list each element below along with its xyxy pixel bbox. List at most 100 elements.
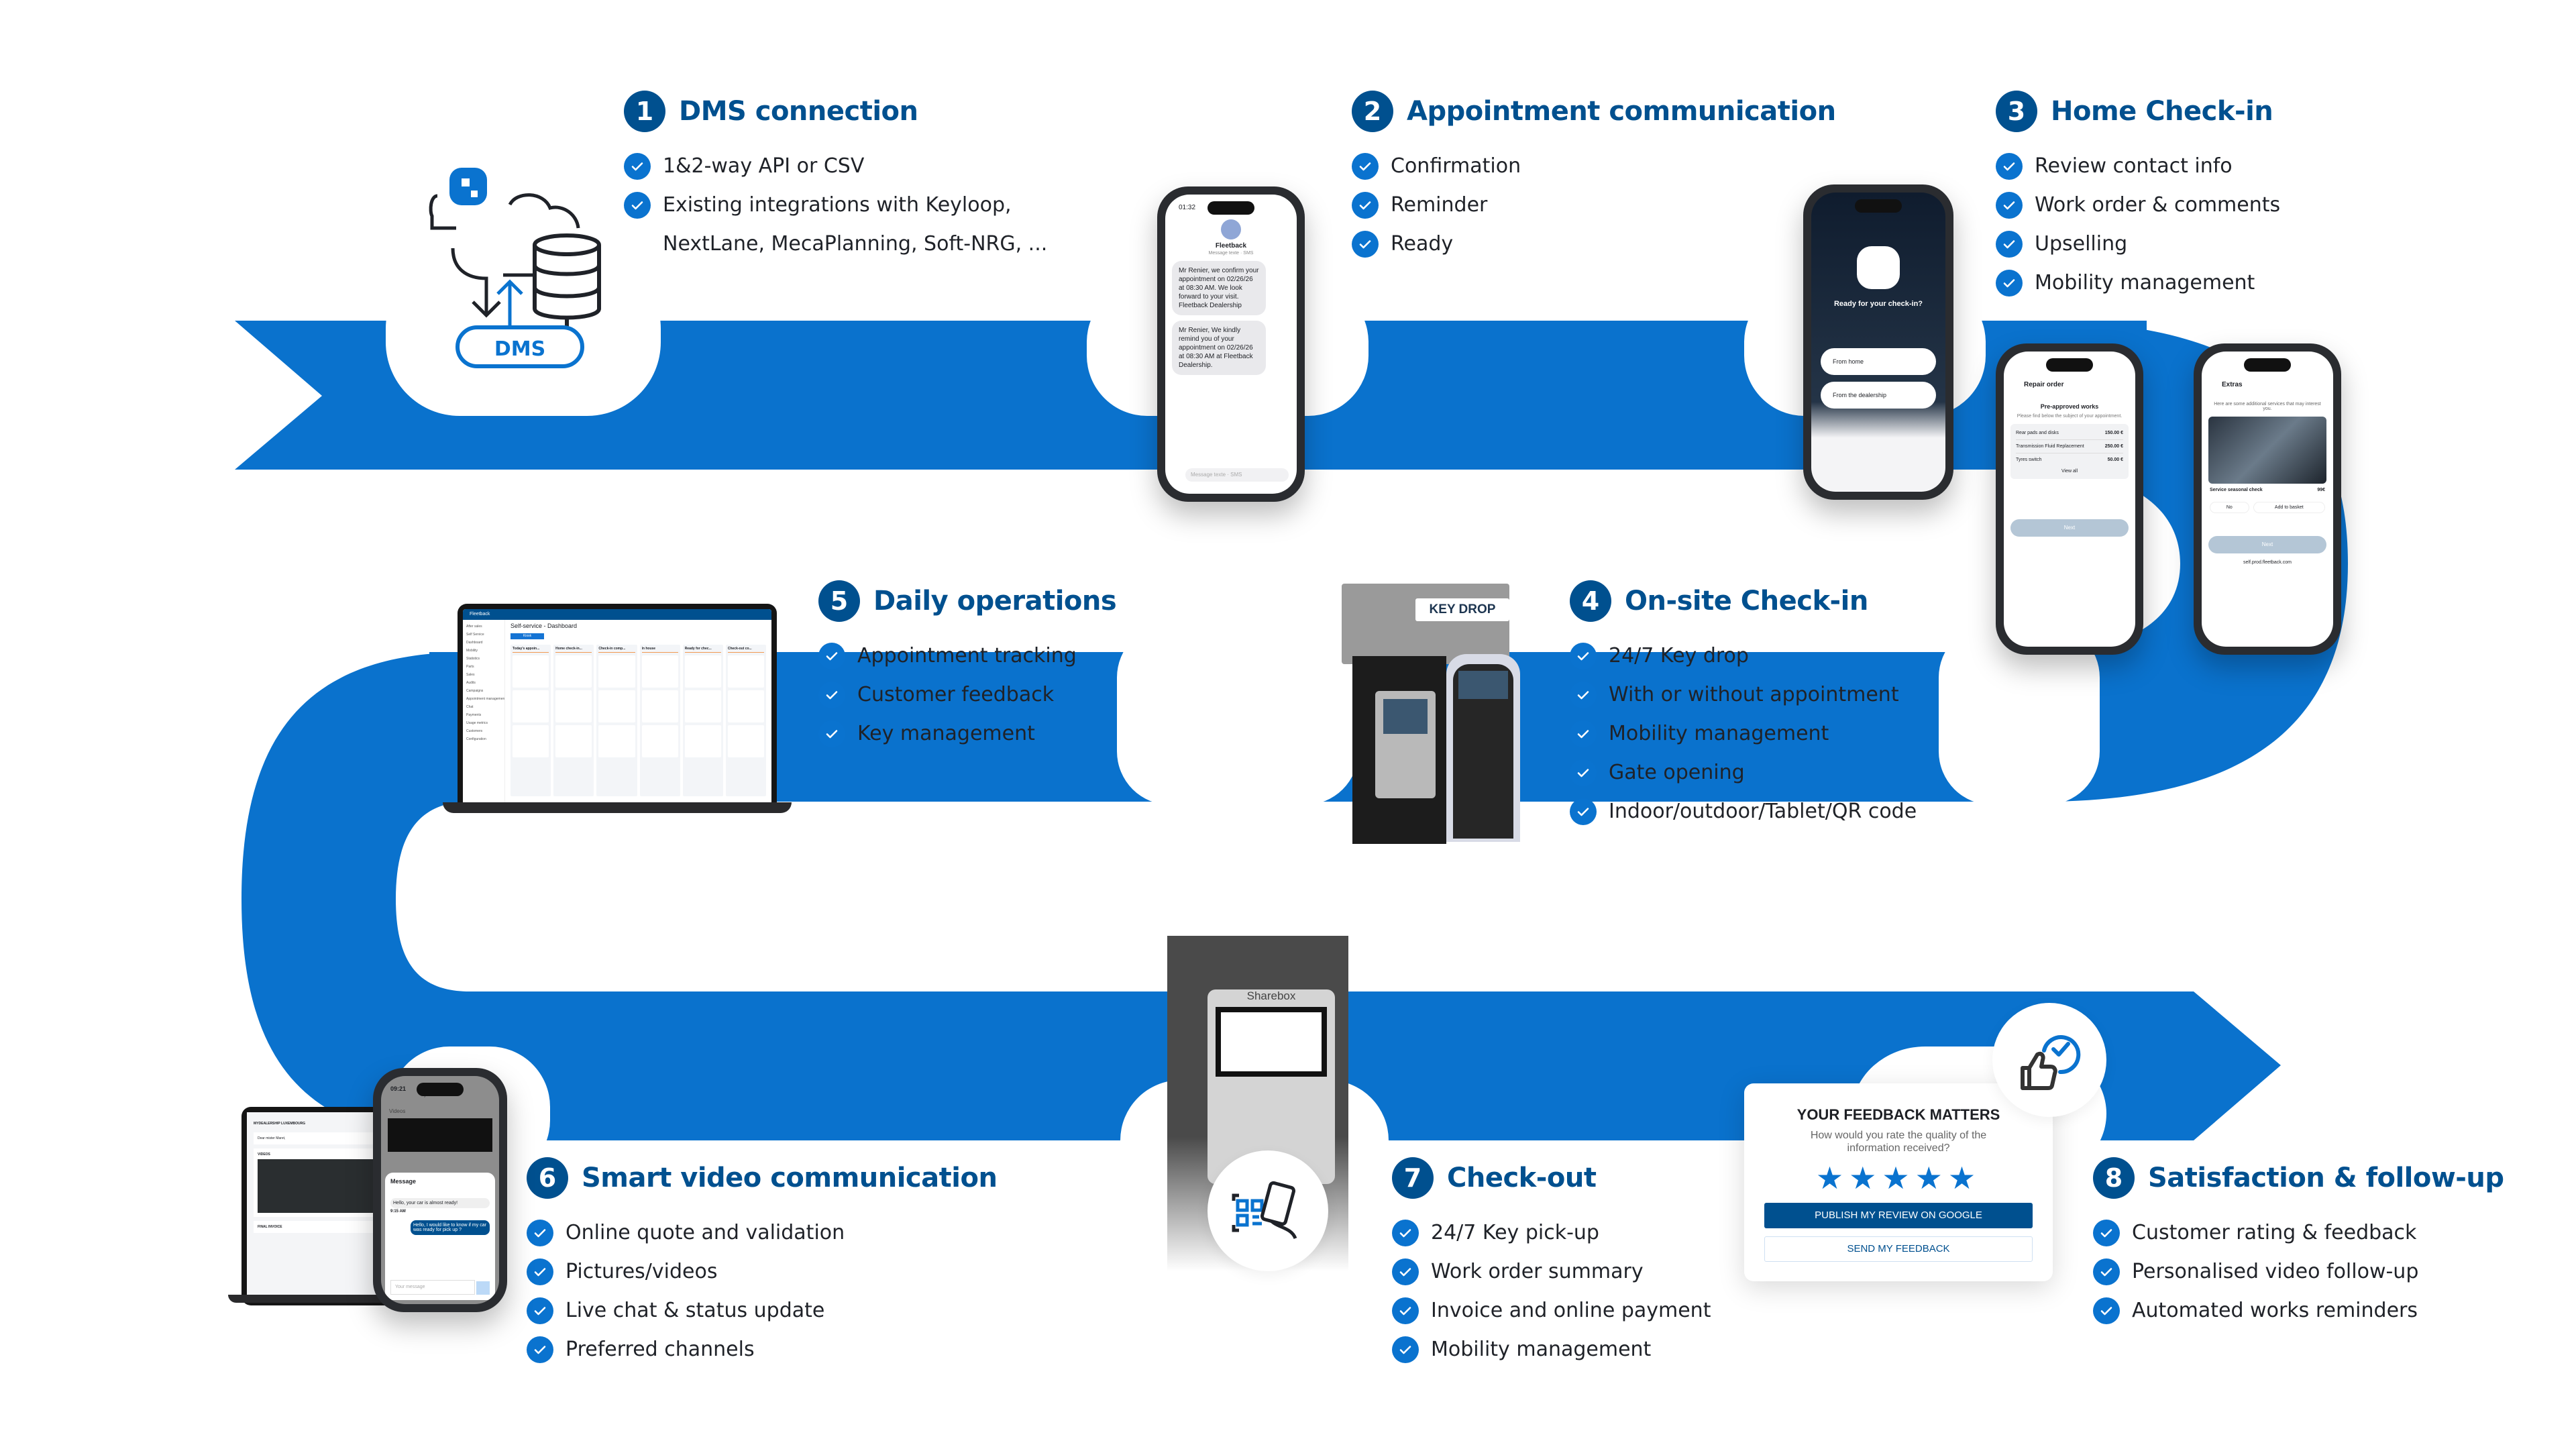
feature-text: Invoice and online payment (1431, 1299, 1711, 1322)
sidebar-item[interactable]: Statistics (466, 657, 480, 661)
videos-label: Videos (389, 1108, 406, 1114)
feature-item: Preferred channels (527, 1330, 997, 1369)
feature-text: Mobility management (1609, 722, 1829, 745)
database-cloud-icon: DMS (429, 168, 601, 368)
kanban-card[interactable] (684, 655, 721, 688)
sidebar-item[interactable]: Payments (466, 713, 482, 717)
kanban-card[interactable] (684, 690, 721, 722)
step-title: DMS connection (679, 96, 918, 127)
kanban-card[interactable] (555, 655, 592, 688)
video-player[interactable] (258, 1159, 384, 1213)
star-rating[interactable]: ★★★★★ (1744, 1161, 2053, 1195)
kanban-card[interactable] (641, 655, 678, 688)
kanban-card[interactable] (727, 655, 765, 688)
kanban-card[interactable] (513, 725, 549, 757)
star-icon[interactable]: ★ (1815, 1161, 1849, 1195)
dealership-name: MYDEALERSHIP LUXEMBOURG (254, 1122, 306, 1126)
star-icon[interactable]: ★ (1882, 1161, 1915, 1195)
feature-text: Key management (857, 722, 1035, 745)
sidebar-item[interactable]: Mobility (466, 649, 478, 653)
sms-input[interactable]: Message texte · SMS (1185, 468, 1289, 482)
kanban-card[interactable] (513, 655, 549, 688)
feature-item: Appointment tracking (818, 637, 1116, 676)
kanban-card[interactable] (555, 725, 592, 757)
view-all-link[interactable]: View all (2061, 469, 2078, 474)
step-satisfaction-follow-up: 8 Satisfaction & follow-up Customer rati… (2093, 1157, 2504, 1330)
check-circle-icon (2093, 1258, 2120, 1285)
sidebar-item[interactable]: Parts (466, 665, 474, 669)
chat-input[interactable]: Your message (390, 1280, 475, 1295)
kanban-column: In house (639, 645, 680, 796)
kanban-column-header: In house (641, 647, 678, 653)
thumbs-up-check-icon (1992, 1003, 2106, 1117)
message-panel-title: Message (390, 1178, 417, 1185)
sidebar-item[interactable]: Customers (466, 729, 483, 733)
kanban-column: Check-out co... (725, 645, 767, 796)
kiosk-button[interactable]: Kiosk (511, 633, 544, 639)
decline-button[interactable]: No (2210, 502, 2249, 513)
sidebar-item[interactable]: After sales (466, 625, 482, 629)
repair-order-phone-mockup: Repair order Pre-approved works Please f… (1996, 343, 2143, 655)
send-feedback-button[interactable]: SEND MY FEEDBACK (1764, 1236, 2033, 1262)
video-player[interactable] (388, 1118, 492, 1152)
kanban-card[interactable] (684, 725, 721, 757)
kanban-card[interactable] (555, 690, 592, 722)
sidebar-item[interactable]: Audits (466, 681, 476, 685)
sidebar-item[interactable]: Self Service (466, 633, 484, 637)
star-icon[interactable]: ★ (1947, 1161, 1982, 1195)
sidebar-item[interactable]: Usage metrics (466, 721, 488, 725)
section-title: Pre-approved works (2040, 403, 2099, 410)
kanban-card[interactable] (598, 690, 635, 722)
check-circle-icon (1352, 153, 1379, 180)
feature-text: Customer feedback (857, 683, 1055, 706)
kanban-card[interactable] (727, 725, 765, 757)
step-number-badge: 8 (2093, 1157, 2135, 1199)
kanban-card[interactable] (727, 690, 765, 722)
incoming-time: 9:15 AM (390, 1210, 406, 1214)
step-title: Smart video communication (582, 1163, 998, 1193)
kanban-column: Home check-in... (553, 645, 594, 796)
sidebar-item[interactable]: Configuration (466, 737, 486, 741)
from-dealership-button[interactable]: From the dealership (1821, 382, 1936, 409)
feature-item: 24/7 Key drop (1570, 637, 1917, 676)
feature-item: Key management (818, 714, 1116, 753)
add-to-basket-button[interactable]: Add to basket (2253, 502, 2325, 513)
star-icon[interactable]: ★ (1915, 1161, 1948, 1195)
sms-phone-mockup: 01:32 Fleetback Message texte · SMS Mr R… (1157, 186, 1305, 502)
send-icon[interactable] (476, 1281, 490, 1295)
feature-item: Gate opening (1570, 753, 1917, 792)
feature-item: Live chat & status update (527, 1291, 997, 1330)
check-circle-icon (1570, 682, 1597, 708)
kanban-card[interactable] (641, 690, 678, 722)
feature-item: Mobility management (1570, 714, 1917, 753)
sidebar-item[interactable]: Chat (466, 705, 474, 709)
kanban-card[interactable] (598, 725, 635, 757)
kanban-column-header: Check-in comp... (598, 647, 635, 653)
from-home-button[interactable]: From home (1821, 348, 1936, 375)
sidebar-item[interactable]: Appointment management (466, 697, 504, 701)
feature-text: Online quote and validation (566, 1221, 845, 1244)
sidebar-item[interactable]: Campaigns (466, 689, 484, 693)
next-button[interactable]: Next (2208, 536, 2326, 553)
step-appointment-communication: 2 Appointment communication Confirmation… (1352, 91, 1836, 264)
step-number-badge: 7 (1392, 1157, 1434, 1199)
next-button[interactable]: Next (2010, 519, 2129, 537)
kanban-card[interactable] (641, 725, 678, 757)
check-circle-icon (527, 1297, 553, 1324)
kanban-card[interactable] (598, 655, 635, 688)
videos-heading: VIDEOS (258, 1152, 270, 1157)
star-icon[interactable]: ★ (1849, 1161, 1882, 1195)
feedback-question: How would you rate the quality of the in… (1810, 1130, 1987, 1154)
feature-item: Work order & comments (1996, 186, 2280, 225)
sidebar-item[interactable]: Dashboard (466, 641, 483, 645)
publish-review-button[interactable]: PUBLISH MY REVIEW ON GOOGLE (1764, 1203, 2033, 1228)
sidebar-item[interactable]: Sales (466, 673, 475, 677)
feature-text: Appointment tracking (857, 644, 1077, 667)
kanban-card[interactable] (513, 690, 549, 722)
dms-label: DMS (494, 337, 545, 361)
